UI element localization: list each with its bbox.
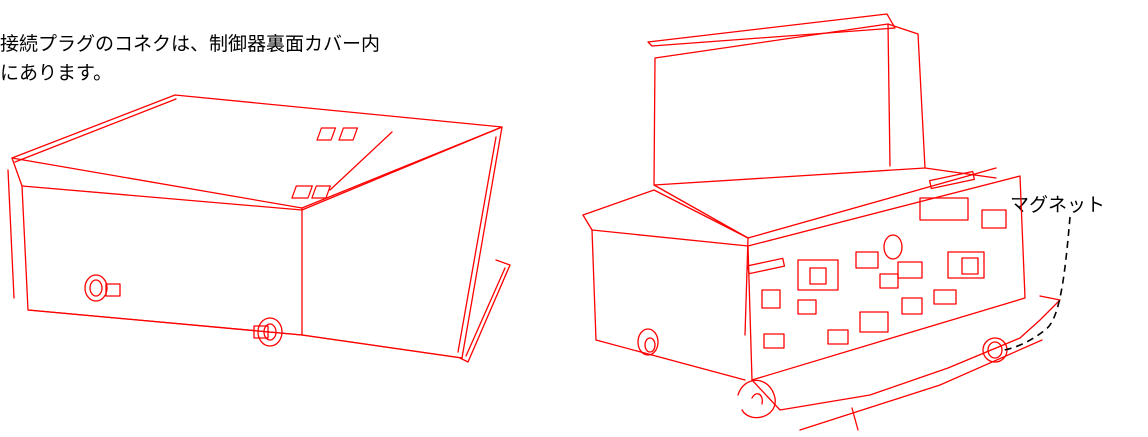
connector-icon — [761, 197, 1007, 349]
caption-line-2: にあります。 — [0, 62, 113, 84]
caster-wheel-icon — [84, 274, 283, 347]
caption-line-1: 接続プラグのコネクは、制御器裏面カバー内 — [0, 33, 381, 55]
magnet-icon — [982, 337, 1008, 363]
magnet-callout-label: マグネット — [1010, 194, 1106, 216]
hinge-icon — [291, 127, 359, 199]
closed-controller-illustration — [7, 94, 511, 363]
caster-wheel-icon — [637, 328, 776, 419]
open-controller-illustration — [582, 13, 1061, 431]
hinge-icon — [746, 170, 976, 275]
instruction-caption: 接続プラグのコネクは、制御器裏面カバー内 にあります。 — [0, 30, 380, 88]
magnet-leader-line — [1003, 216, 1071, 351]
